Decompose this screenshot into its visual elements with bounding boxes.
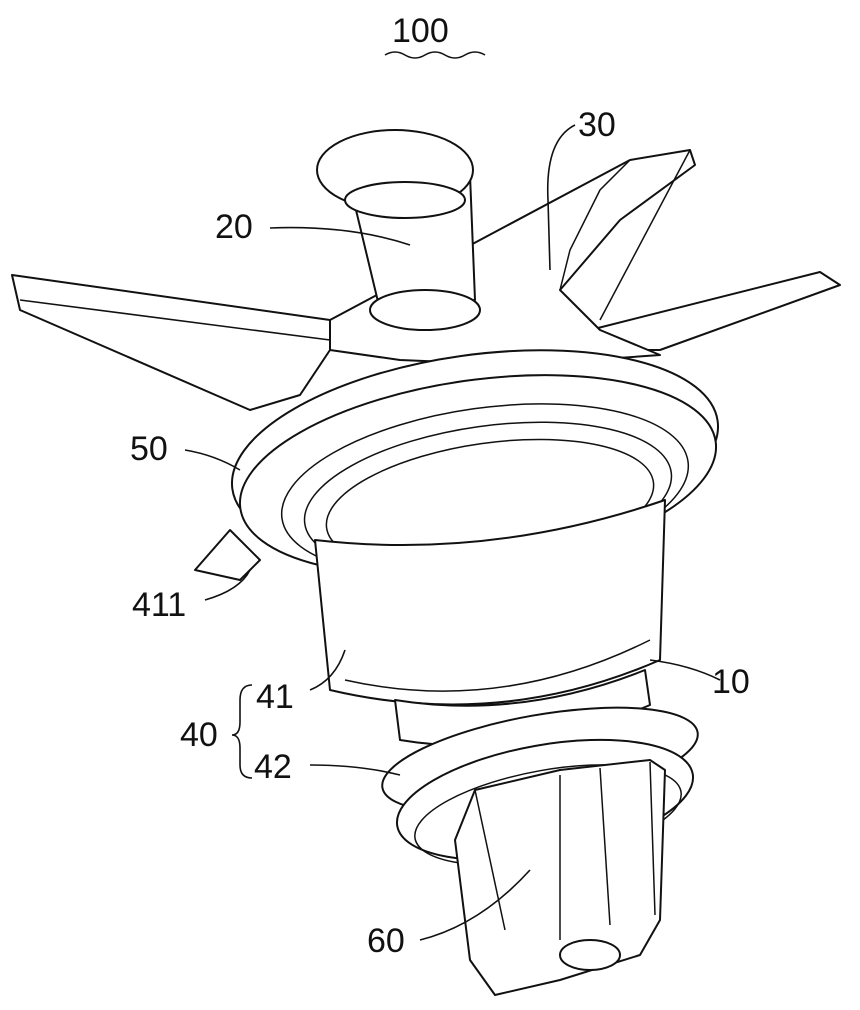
- label-30: 30: [578, 108, 616, 142]
- label-41: 41: [256, 680, 294, 714]
- shaft-bore: [560, 940, 620, 970]
- label-411: 411: [132, 588, 186, 622]
- label-10: 10: [712, 665, 750, 699]
- label-20: 20: [215, 210, 253, 244]
- label-50: 50: [130, 432, 168, 466]
- leader-50: [185, 450, 240, 470]
- brace-40: [232, 685, 252, 778]
- right-blade: [590, 272, 840, 350]
- label-40: 40: [180, 718, 218, 752]
- title-wavy-underline: [385, 52, 485, 58]
- label-60: 60: [367, 924, 405, 958]
- leader-10: [650, 660, 720, 680]
- left-blade: [12, 275, 330, 410]
- label-42: 42: [254, 750, 292, 784]
- figure-title: 100: [392, 14, 449, 48]
